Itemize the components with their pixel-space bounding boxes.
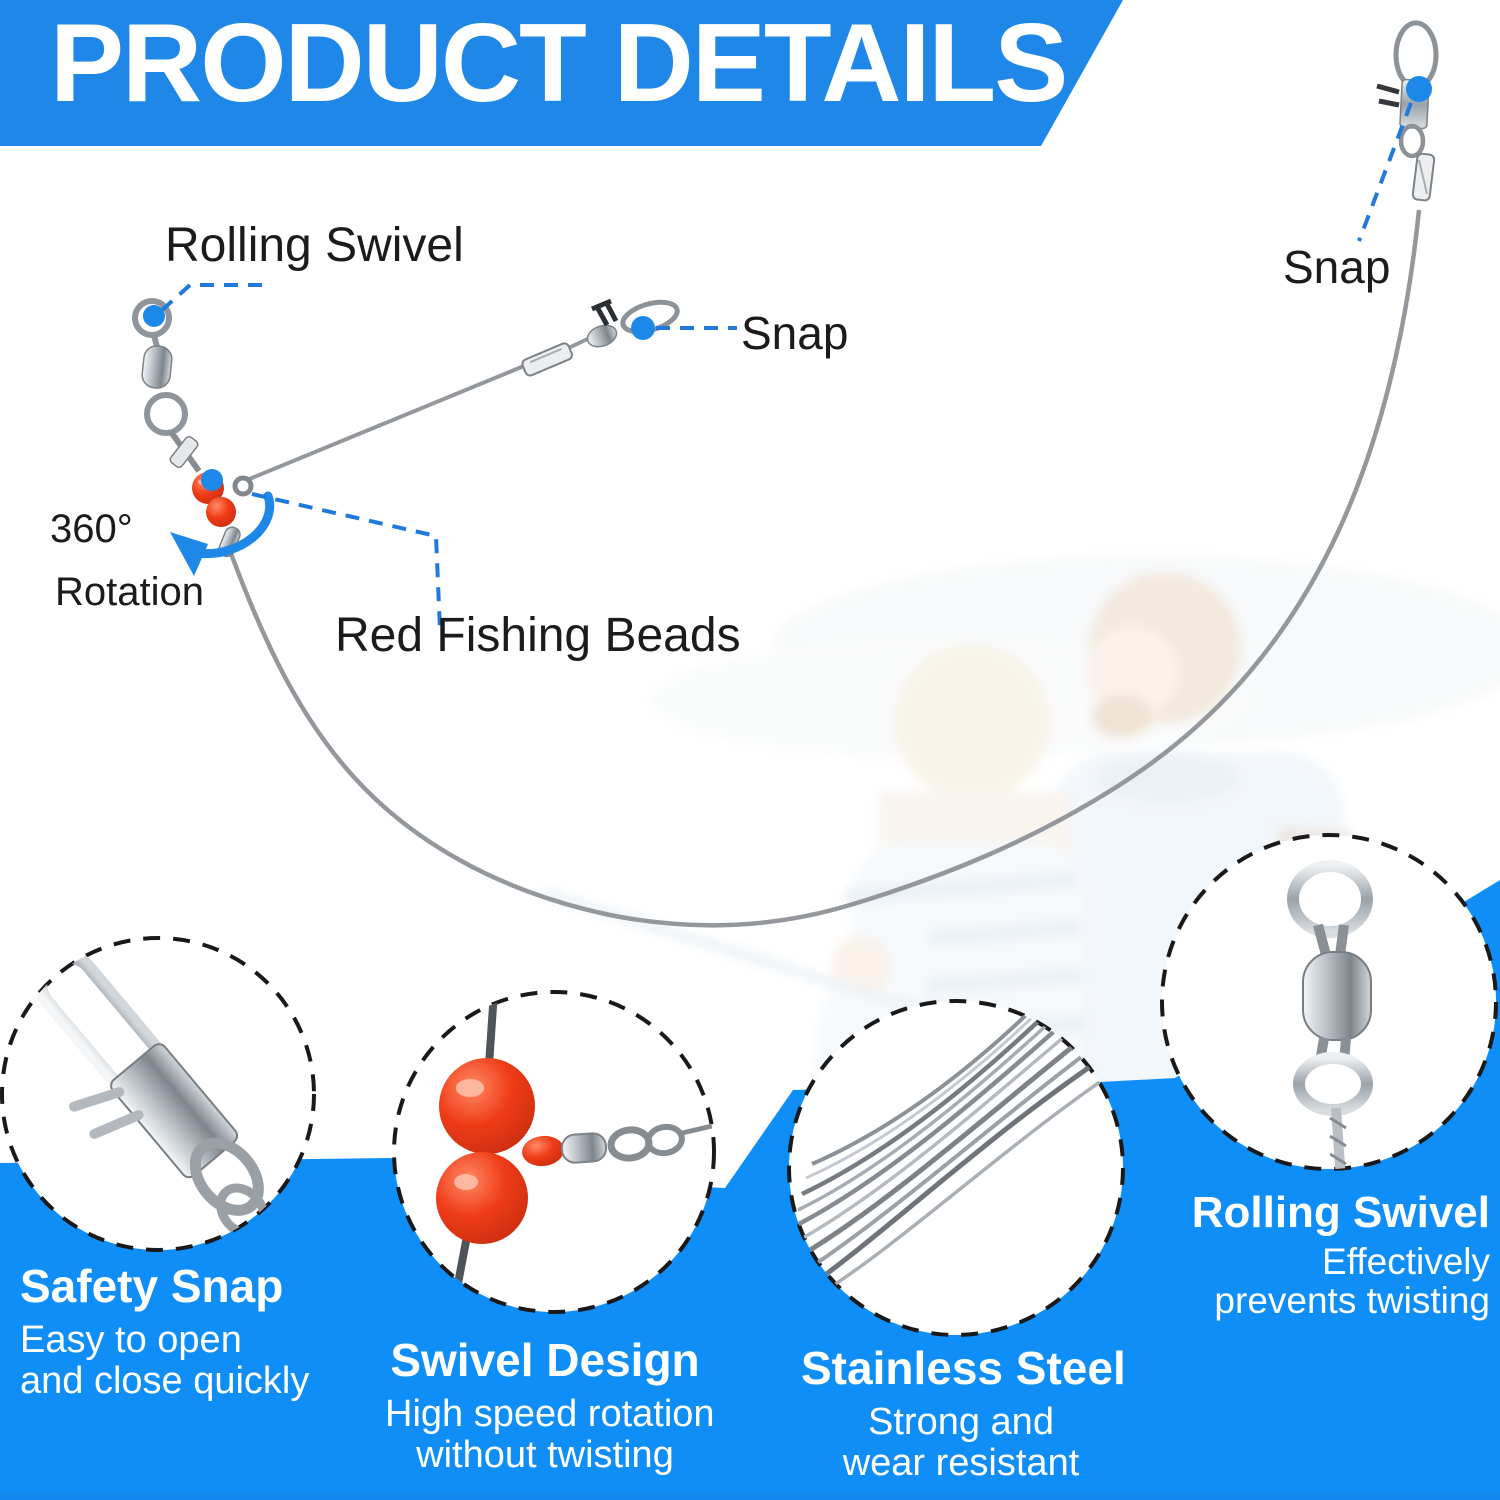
feature-caption-rolling-swivel: Rolling Swivel Effectively prevents twis…	[1160, 1188, 1490, 1322]
label-snap-top-right: Snap	[1283, 241, 1391, 293]
branch-wire	[246, 364, 525, 482]
feature-line: and close quickly	[20, 1359, 310, 1402]
label-snap-middle: Snap	[741, 307, 849, 359]
feature-title: Swivel Design	[390, 1334, 700, 1386]
feature-line: Effectively	[1322, 1241, 1490, 1283]
page-title: PRODUCT DETAILS	[50, 1, 1068, 125]
blue-bottom-panel	[0, 880, 1500, 1500]
bottom-strip	[0, 1491, 1500, 1500]
callout-leaders	[159, 102, 1413, 631]
feature-line: without twisting	[416, 1433, 674, 1476]
feature-line: wear resistant	[842, 1441, 1080, 1484]
feature-line: prevents twisting	[1214, 1280, 1490, 1322]
label-red-fishing-beads: Red Fishing Beads	[335, 609, 741, 662]
rolling-swivel-icon	[132, 298, 202, 473]
feature-line: Strong and	[868, 1401, 1054, 1444]
feature-line: High speed rotation	[385, 1393, 715, 1436]
swivel-design-photo	[436, 992, 713, 1312]
middle-snap-icon	[521, 298, 680, 377]
feature-line: Easy to open	[20, 1319, 242, 1362]
rotation-arrow-icon	[170, 491, 275, 576]
feature-caption-stainless-steel: Stainless Steel Strong and wear resistan…	[801, 1342, 1126, 1484]
feature-caption-safety-snap: Safety Snap Easy to open and close quick…	[20, 1262, 309, 1401]
feature-title: Rolling Swivel	[1191, 1188, 1490, 1237]
label-rotation: Rotation	[55, 570, 204, 614]
rolling-swivel-photo	[1287, 860, 1373, 1169]
label-360-degrees: 360°	[50, 507, 133, 551]
main-wire-curve	[227, 209, 1422, 928]
feature-title: Stainless Steel	[801, 1342, 1126, 1394]
feature-title: Safety Snap	[20, 1260, 284, 1312]
banner-ribbon	[0, 0, 1123, 146]
feature-caption-swivel-design: Swivel Design High speed rotation withou…	[385, 1334, 715, 1476]
callout-dot-icon	[143, 76, 1432, 491]
label-rolling-swivel: Rolling Swivel	[165, 219, 464, 272]
